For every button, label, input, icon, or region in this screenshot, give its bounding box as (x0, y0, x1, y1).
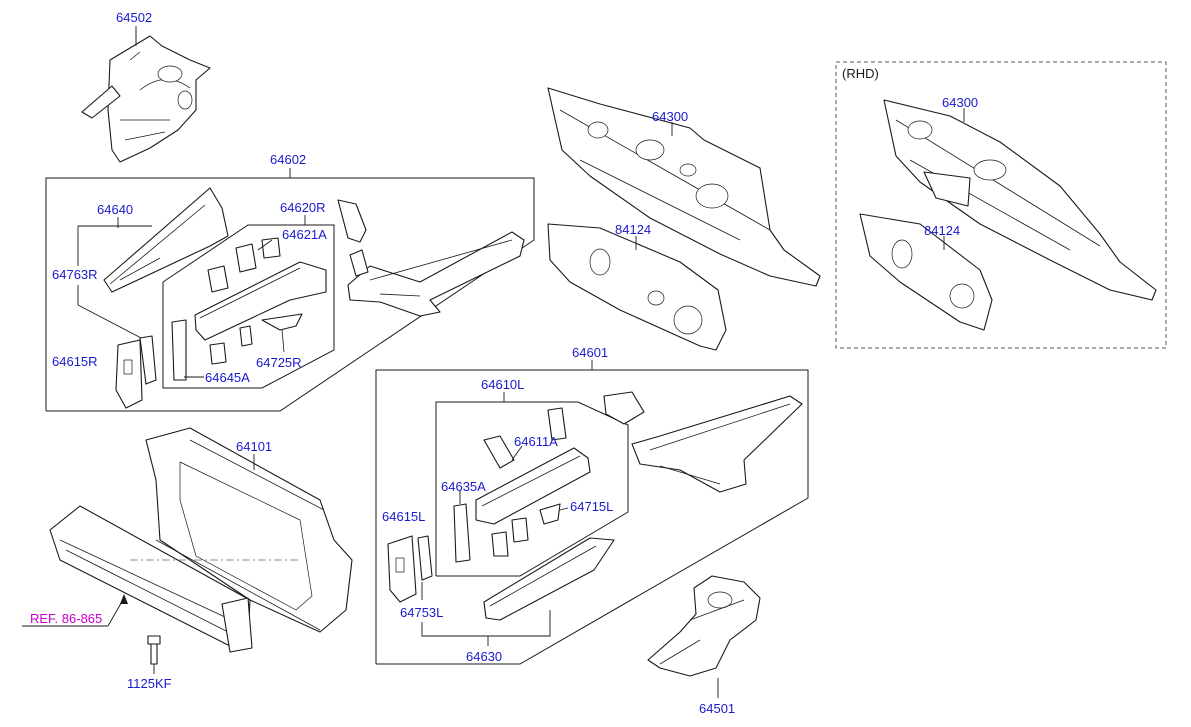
label-84124-rhd[interactable]: 84124 (924, 223, 961, 238)
label-64621A[interactable]: 64621A (282, 227, 327, 242)
assembly-box-64602 (45, 168, 535, 412)
apron-64502-drawing (81, 30, 211, 163)
label-64501[interactable]: 64501 (699, 701, 736, 716)
label-64620R[interactable]: 64620R (280, 200, 326, 215)
label-64715L[interactable]: 64715L (570, 499, 614, 514)
label-64753L[interactable]: 64753L (400, 605, 444, 620)
label-64725R[interactable]: 64725R (256, 355, 302, 370)
bumper-beam-drawing (49, 505, 300, 653)
label-64615L[interactable]: 64615L (382, 509, 426, 524)
sub-box-64610L (435, 392, 629, 577)
label-1125KF[interactable]: 1125KF (127, 676, 172, 691)
label-64300-rhd[interactable]: 64300 (942, 95, 979, 110)
bracket-64615R-drawing (115, 335, 157, 409)
ref-leader (22, 594, 128, 627)
label-64101[interactable]: 64101 (236, 439, 273, 454)
label-64601[interactable]: 64601 (572, 345, 609, 360)
label-64602[interactable]: 64602 (270, 152, 307, 167)
label-64611A[interactable]: 64611A (514, 434, 558, 449)
label-64640[interactable]: 64640 (97, 202, 134, 217)
rhd-box (835, 61, 1167, 349)
bracket-64615L-drawing (387, 535, 433, 603)
front-member-r-drawing (337, 199, 525, 317)
label-64502[interactable]: 64502 (116, 10, 153, 25)
apron-64501-drawing (647, 575, 761, 698)
label-64610L[interactable]: 64610L (481, 377, 525, 392)
dash-panel-64300-drawing (547, 87, 821, 287)
label-64763R[interactable]: 64763R (52, 267, 98, 282)
label-64300[interactable]: 64300 (652, 109, 689, 124)
label-64630[interactable]: 64630 (466, 649, 503, 664)
side-member-64630-drawing (421, 537, 615, 646)
label-84124[interactable]: 84124 (615, 222, 652, 237)
front-member-l-drawing (603, 391, 803, 493)
assembly-box-64601 (375, 360, 809, 665)
label-64645A[interactable]: 64645A (205, 370, 250, 385)
side-member-64640-drawing (77, 187, 229, 341)
radiator-support-64101-drawing (145, 427, 353, 633)
bolt-1125KF-drawing (147, 635, 161, 674)
label-ref-86-865[interactable]: REF. 86-865 (30, 611, 103, 626)
label-64615R[interactable]: 64615R (52, 354, 98, 369)
rhd-title: (RHD) (842, 66, 879, 81)
label-64635A[interactable]: 64635A (441, 479, 486, 494)
insulator-84124-drawing (547, 223, 727, 351)
sub-box-64620R (162, 215, 335, 389)
label-leaders (117, 26, 523, 504)
